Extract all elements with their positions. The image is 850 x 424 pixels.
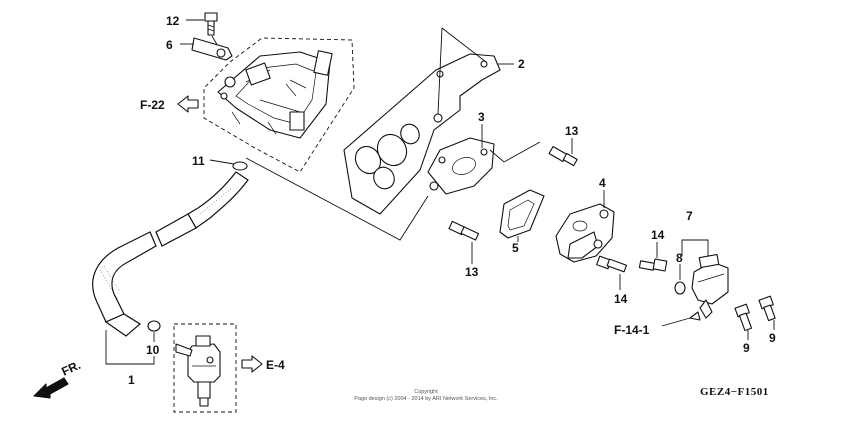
callout-14-right: 14 [651, 228, 665, 242]
clamp-10 [147, 320, 161, 342]
callout-4: 4 [599, 176, 606, 190]
ref-arrow-f141 [661, 311, 701, 327]
screw-9-right [758, 295, 776, 330]
ref-label-e4: E-4 [266, 358, 285, 372]
ref-arrow-f22 [177, 95, 199, 113]
bracket-assembly [203, 37, 355, 173]
callout-9-left: 9 [743, 341, 750, 355]
valve-body-4 [555, 190, 615, 263]
copyright-line-2: Page design (c) 2004 - 2014 by ARI Netwo… [354, 396, 498, 402]
copyright-line-1: Copyright [414, 389, 438, 395]
clamp-6 [180, 37, 233, 61]
ref-label-f22: F-22 [140, 98, 165, 112]
callout-13-lower: 13 [465, 265, 479, 279]
bolt-13-upper [548, 138, 578, 167]
leader-1 [105, 330, 155, 365]
bolt-14-right [638, 242, 668, 272]
callout-14-left: 14 [614, 292, 628, 306]
sensor-7 [681, 239, 729, 319]
bolt-13-lower [448, 220, 480, 264]
clip-11 [209, 157, 429, 241]
callout-3: 3 [478, 110, 485, 124]
callout-11: 11 [192, 154, 205, 168]
ref-arrow-e4 [241, 355, 263, 373]
gasket-5 [499, 189, 545, 242]
callout-8: 8 [676, 251, 683, 265]
callout-5: 5 [512, 241, 519, 255]
callout-10: 10 [146, 343, 160, 357]
hose-1 [92, 171, 249, 337]
callout-9-right: 9 [769, 331, 776, 345]
callout-7: 7 [686, 209, 693, 223]
callout-1: 1 [128, 373, 135, 387]
bolt-14-left [596, 255, 628, 290]
valve-plate-3 [427, 124, 541, 195]
callout-12: 12 [166, 14, 180, 28]
air-valve-assembly [173, 323, 237, 413]
plate-2 [343, 27, 514, 215]
screw-9-left [734, 303, 753, 340]
front-label: FR. [59, 358, 82, 379]
o-ring-8 [674, 264, 686, 295]
ref-label-f141: F-14-1 [614, 323, 650, 337]
front-arrow [33, 377, 69, 399]
callout-6: 6 [166, 38, 173, 52]
callout-13-upper: 13 [565, 124, 579, 138]
callout-2: 2 [518, 57, 525, 71]
diagram-code: GEZ4−F1501 [700, 386, 769, 398]
